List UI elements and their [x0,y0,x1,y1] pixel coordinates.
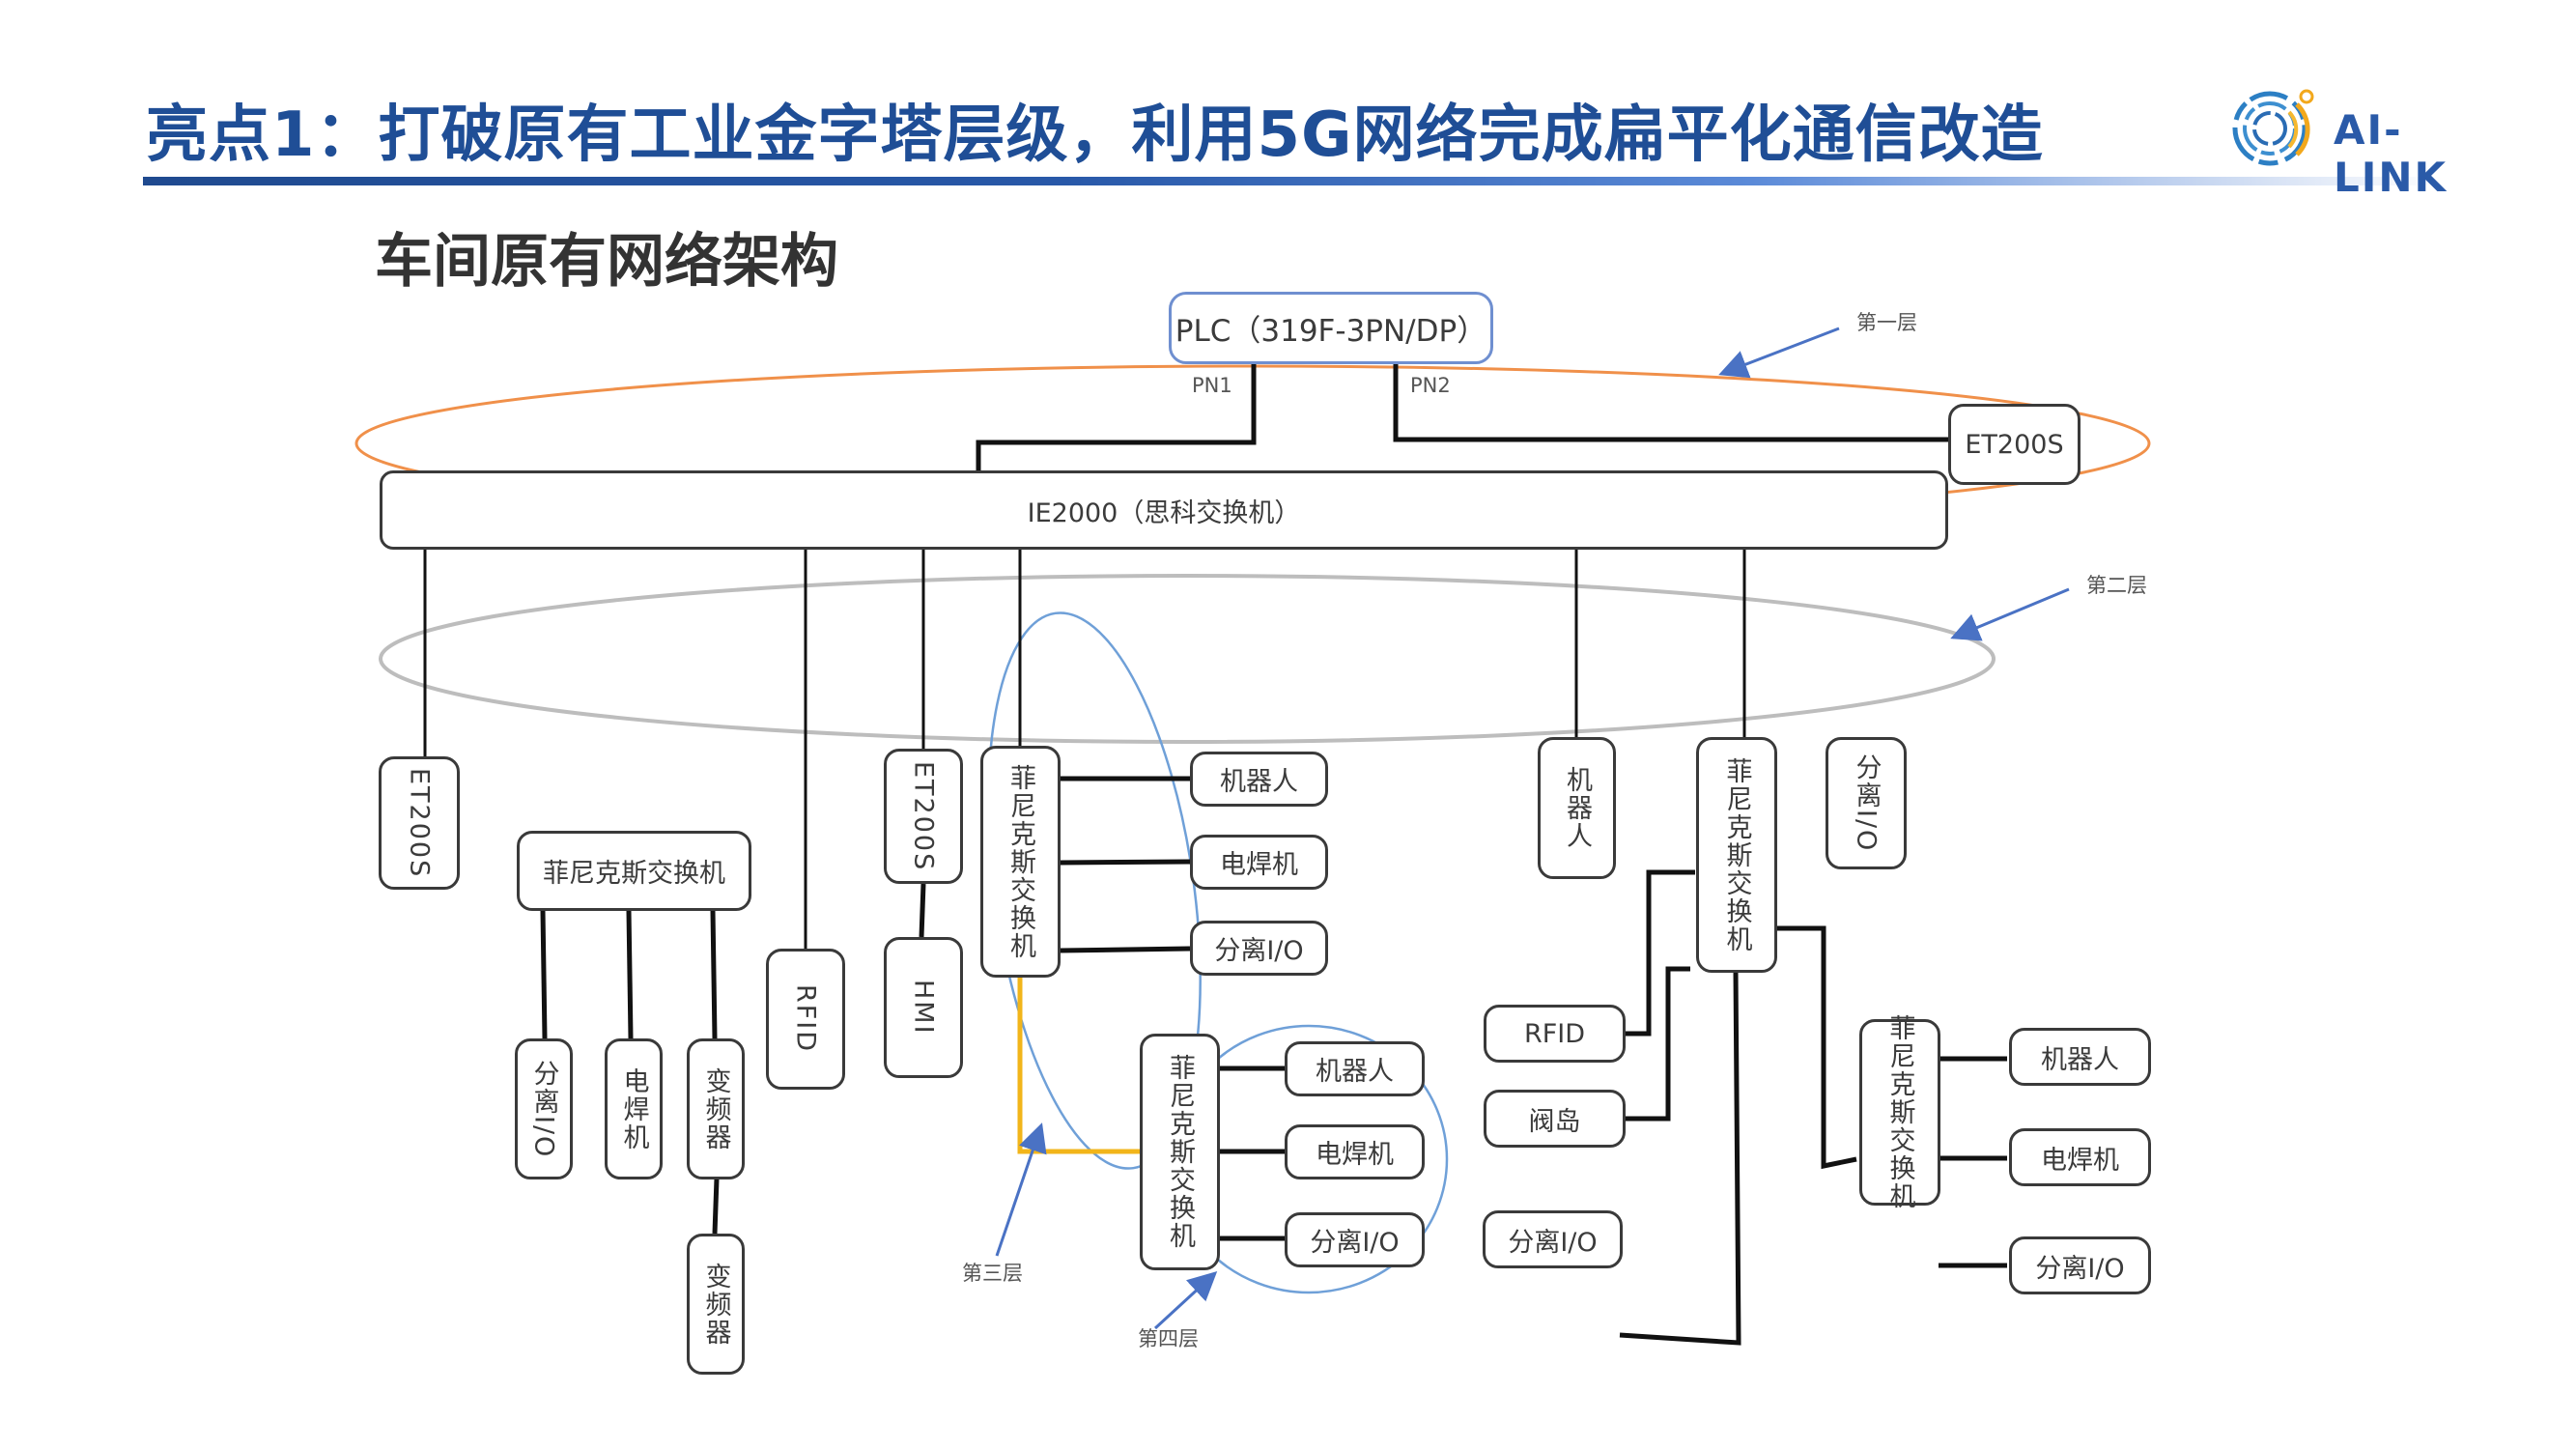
phoenix-switch-left: 菲尼克斯交换机 [517,831,751,911]
valve-island-box: 阀岛 [1484,1090,1626,1148]
io-vertical-label: 分离I/O [1851,753,1882,853]
phoenix-switch-c-label: 菲尼克斯交换机 [1721,756,1752,953]
welder-a-box: 电焊机 [1190,835,1328,890]
hmi-label: HMI [908,980,939,1036]
et200s-left-box: ET200S [379,756,460,890]
welder-b-label: 电焊机 [1316,1140,1394,1170]
io-d-label: 分离I/O [2035,1253,2125,1284]
phoenix-switch-a-label: 菲尼克斯交换机 [1005,763,1035,960]
phoenix-switch-c: 菲尼克斯交换机 [1696,737,1777,973]
slide-title: 亮点1：打破原有工业金字塔层级，利用5G网络完成扁平化通信改造 [146,99,2044,171]
plc-box: PLC（319F-3PN/DP） [1169,292,1493,364]
section-subtitle: 车间原有网络架构 [375,228,838,296]
layer1-arrow [1718,327,1840,379]
robot-b-label: 机器人 [1316,1057,1394,1087]
layer2-arrow [1950,587,2070,641]
layer1-label: 第一层 [1856,311,1917,334]
rfid-left-box: RFID [766,949,845,1090]
welder-left-box: 电焊机 [605,1038,663,1179]
rfid-left-label: RFID [790,984,821,1054]
ai-link-logo: AI-LINK [2229,85,2490,201]
vfd1-box: 变频器 [687,1038,745,1179]
layer4-arrow [1153,1270,1218,1330]
logo-rings-icon [2232,89,2314,166]
io-vertical-box: 分离I/O [1826,737,1907,869]
port-pn1-label: PN1 [1192,374,1232,397]
et200s-left-label: ET200S [404,767,435,879]
robot-vertical-label: 机器人 [1562,766,1592,850]
io-bottom-label: 分离I/O [1508,1227,1598,1258]
robot-b-box: 机器人 [1285,1041,1425,1096]
ie2000-label: IE2000（思科交换机） [1027,497,1301,528]
phoenix-switch-left-label: 菲尼克斯交换机 [543,859,725,889]
phoenix-switch-d-label: 菲尼克斯交换机 [1884,1014,1915,1210]
robot-d-label: 机器人 [2041,1044,2119,1075]
robot-vertical-box: 机器人 [1538,737,1616,879]
et200s-top-box: ET200S [1948,404,2081,485]
hmi-box: HMI [884,937,963,1078]
et200s-mid-box: ET200S [884,749,963,884]
welder-d-box: 电焊机 [2009,1128,2151,1186]
layer3-label: 第三层 [962,1262,1023,1285]
title-underline [143,177,2442,185]
welder-a-label: 电焊机 [1220,850,1298,880]
logo-text: AI-LINK [2334,106,2449,201]
phoenix-switch-b: 菲尼克斯交换机 [1140,1034,1220,1270]
vfd2-label: 变频器 [700,1262,731,1347]
robot-a-box: 机器人 [1190,752,1328,807]
layer2-ring [379,574,1996,744]
et200s-mid-label: ET200S [908,760,939,872]
vfd2-box: 变频器 [687,1234,745,1375]
valve-island-label: 阀岛 [1528,1106,1581,1137]
welder-d-label: 电焊机 [2041,1145,2119,1176]
io-bottom-box: 分离I/O [1483,1210,1623,1268]
plc-label: PLC（319F-3PN/DP） [1175,314,1487,349]
io-left-label: 分离I/O [528,1059,559,1159]
io-left-box: 分离I/O [515,1038,573,1179]
port-pn2-label: PN2 [1410,374,1451,397]
phoenix-switch-d: 菲尼克斯交换机 [1859,1014,1940,1210]
robot-a-label: 机器人 [1220,767,1298,797]
io-b-box: 分离I/O [1285,1212,1425,1267]
vfd1-label: 变频器 [700,1066,731,1151]
phoenix-switch-a: 菲尼克斯交换机 [980,746,1061,978]
welder-b-box: 电焊机 [1285,1124,1425,1179]
pn1-link [976,364,1257,470]
rfid-right-label: RFID [1523,1018,1586,1049]
io-d-box: 分离I/O [2009,1236,2151,1294]
et200s-top-label: ET200S [1965,429,2064,460]
layer3-arrow [995,1122,1047,1257]
pn2-link [1393,364,1948,442]
ie2000-switch-bar: IE2000（思科交换机） [380,470,1948,550]
io-a-label: 分离I/O [1214,936,1304,966]
layer2-label: 第二层 [2086,574,2147,597]
welder-left-label: 电焊机 [618,1066,649,1151]
io-b-label: 分离I/O [1310,1228,1400,1258]
layer4-label: 第四层 [1138,1327,1199,1350]
phoenix-switch-b-label: 菲尼克斯交换机 [1165,1054,1195,1250]
robot-d-box: 机器人 [2009,1028,2151,1086]
rfid-right-box: RFID [1484,1005,1626,1063]
io-a-box: 分离I/O [1190,921,1328,976]
